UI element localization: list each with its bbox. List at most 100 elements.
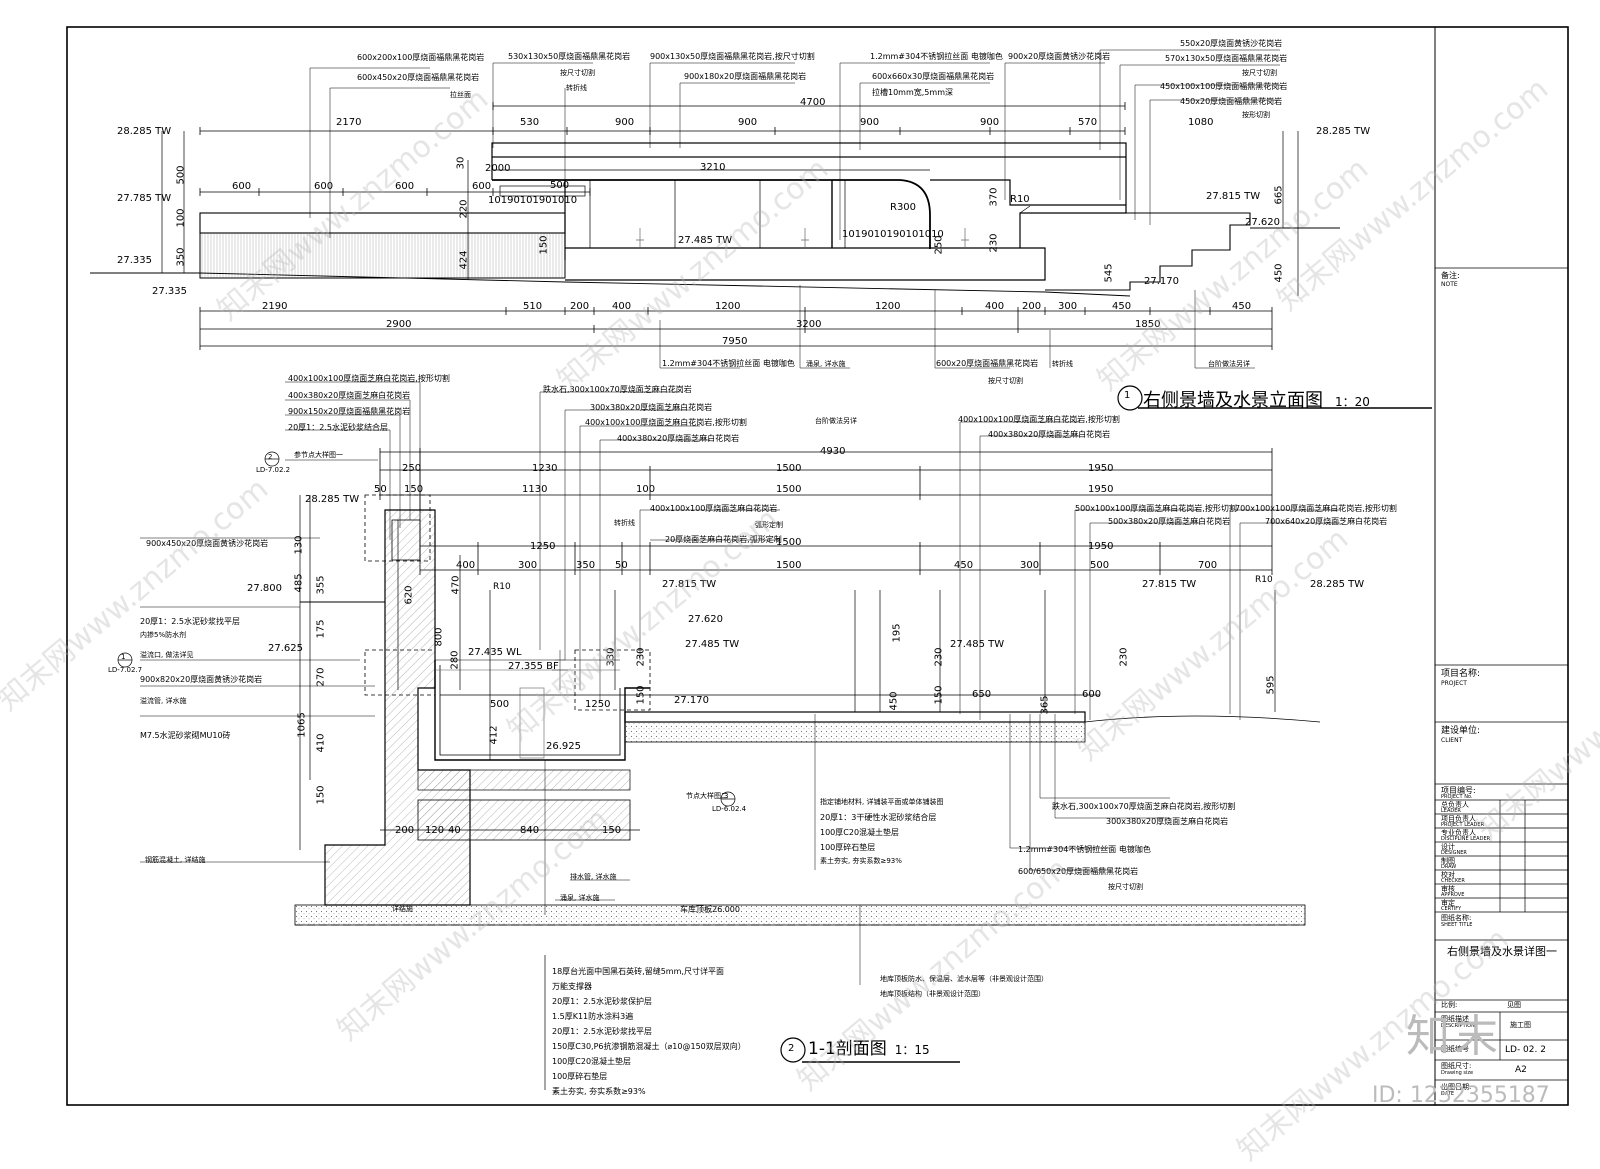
sec-layer-1: 万能支撑器 bbox=[552, 982, 592, 991]
elev-title-number: 1 bbox=[1124, 390, 1131, 401]
elev-label-1: 600x450x20厚烧面福鼎黑花岗岩 bbox=[357, 73, 480, 82]
sec-mid-1: 300x380x20厚烧面芝麻白花岗岩 bbox=[590, 403, 713, 412]
tb-client-en: CLIENT bbox=[1441, 737, 1463, 744]
sec-vdim-6: 410 bbox=[315, 733, 327, 753]
elev-bdim-6: 400 bbox=[985, 301, 1005, 312]
sec-level-2: 27.625 bbox=[268, 643, 303, 654]
tb-role-6-cn: 审核 bbox=[1441, 885, 1455, 893]
sec-low-0: 节点大样图二 bbox=[686, 792, 728, 800]
elev-bdim-2: 200 bbox=[570, 301, 590, 312]
section-number: 2 bbox=[788, 1043, 795, 1054]
tb-role-6-en: APPROVE bbox=[1441, 892, 1465, 898]
sec-level-9: 27.170 bbox=[674, 695, 709, 706]
elev-dim-2: 530 bbox=[520, 117, 540, 128]
sec-vdim-12: 330 bbox=[605, 647, 617, 667]
sec-vdim-13: 230 bbox=[635, 647, 647, 667]
sec-left-2: 900x150x20厚烧面福鼎黑花岗岩 bbox=[288, 407, 411, 416]
tb-no-label: 图纸编号 bbox=[1441, 1045, 1469, 1053]
sec-vdim-14: 150 bbox=[635, 685, 647, 705]
sec-layer-8: 素土夯实, 夯实系数≥93% bbox=[552, 1087, 646, 1096]
sec-vdim-11: 280 bbox=[449, 650, 461, 670]
tb-role-5-cn: 校对 bbox=[1441, 871, 1455, 879]
elev-vdim-22: 450 bbox=[1273, 263, 1285, 283]
sec-vdim-0: 130 bbox=[293, 535, 305, 555]
tb-role-0-en: LEADER bbox=[1441, 808, 1461, 814]
sec-low-8: 1.2mm#304不锈钢拉丝面 电镀咖色 bbox=[1018, 845, 1151, 854]
sec-roof-0: 地库顶板防水、保温层、滤水层等（非景观设计范围） bbox=[880, 975, 1048, 983]
sec-vdim-16: 450 bbox=[888, 691, 900, 711]
sec-layer-6: 100厚C20混凝土垫层 bbox=[552, 1057, 632, 1066]
sec-layer-7: 100厚碎石垫层 bbox=[552, 1072, 608, 1081]
tb-role-3-en: DESIGNER bbox=[1441, 850, 1467, 856]
tb-date-label: 出图日期: bbox=[1441, 1083, 1472, 1091]
elev-r10: R10 bbox=[1010, 194, 1030, 205]
sec-bdim-7: 840 bbox=[520, 825, 540, 836]
elev-label-16: 450x20厚烧面福鼎黑花岗岩 bbox=[1180, 97, 1283, 106]
sec-vdim-7: 150 bbox=[315, 785, 327, 805]
elev-vdim-5: 220 bbox=[458, 199, 470, 219]
elev-bdim-10: 450 bbox=[1232, 301, 1252, 312]
elev-level-0: 28.285 TW bbox=[117, 126, 172, 137]
sec-dim-21: 450 bbox=[954, 560, 974, 571]
sec-dim-15: 300 bbox=[518, 560, 538, 571]
sec-mid-14: 700x640x20厚烧面芝麻白花岗岩 bbox=[1265, 517, 1388, 526]
sec-low-7: 300x380x20厚烧面芝麻白花岗岩 bbox=[1106, 817, 1229, 826]
elev-vdim-0: 500 bbox=[175, 165, 187, 185]
elev-blabel-0: 1.2mm#304不锈钢拉丝面 电镀咖色 bbox=[662, 359, 795, 368]
sec-low-3: 100厚C20混凝土垫层 bbox=[820, 828, 900, 837]
elev-vdim-4: 30 bbox=[455, 156, 467, 170]
sec-dim-6: 150 bbox=[404, 484, 424, 495]
elev-level-8: 28.285 TW bbox=[1316, 126, 1371, 137]
sec-low-1: 指定铺地材料, 详铺装平面或单体铺装图 bbox=[820, 798, 944, 806]
elev-vdim-7: 424 bbox=[458, 250, 470, 270]
elev-vdim-3: 350 bbox=[175, 247, 187, 267]
elev-bdim-9: 450 bbox=[1112, 301, 1132, 312]
watermark-id: ID: 1232355187 bbox=[1372, 1083, 1550, 1108]
elev-bdim-4: 1200 bbox=[715, 301, 741, 312]
section-title-text: 1-1剖面图 bbox=[808, 1039, 887, 1059]
sec-mid-6: 弧形定制 bbox=[755, 521, 783, 529]
tb-role-2-en: DISCIPLINE LEADER bbox=[1441, 836, 1491, 842]
sec-layer-2: 20厚1：2.5水泥砂浆保护层 bbox=[552, 997, 652, 1006]
cad-linework bbox=[66, 26, 1569, 1106]
elev-label-15: 450x100x100厚烧面福鼎黑花岗岩 bbox=[1160, 82, 1288, 91]
sec-dim-12: 1250 bbox=[530, 541, 556, 552]
elev-blabel-3: 按尺寸切割 bbox=[988, 377, 1023, 385]
elev-label-14: 按尺寸切割 bbox=[1242, 69, 1277, 77]
sec-left-7: 内掺5%防水剂 bbox=[140, 631, 187, 639]
tb-role-7-cn: 审定 bbox=[1441, 899, 1455, 907]
elev-level-5: 27.815 TW bbox=[1206, 191, 1261, 202]
sec-mid-11: 500x100x100厚烧面芝麻白花岗岩,按形切割 bbox=[1075, 504, 1237, 513]
elev-label-5: 转折线 bbox=[566, 84, 587, 92]
sec-r10-1: R10 bbox=[1255, 575, 1273, 585]
sec-roof-1: 地库顶板结构（非景观设计范围） bbox=[880, 990, 985, 998]
elev-blabel-1: 涌泉, 详水施 bbox=[806, 360, 846, 368]
sec-level-11: 27.815 TW bbox=[1142, 579, 1197, 590]
elev-vdim-1: 100 bbox=[175, 208, 187, 228]
sec-low-4: 100厚碎石垫层 bbox=[820, 843, 876, 852]
sec-mid-5: 400x100x100厚烧面芝麻白花岗岩 bbox=[650, 504, 778, 513]
tb-note-en: NOTE bbox=[1441, 281, 1458, 288]
sec-vdim-4: 270 bbox=[315, 667, 327, 687]
sec-level-12: 28.285 TW bbox=[1310, 579, 1365, 590]
sec-left-6: 20厚1：2.5水泥砂浆找平层 bbox=[140, 617, 240, 626]
elev-bdim-8: 300 bbox=[1058, 301, 1078, 312]
tb-role-7-en: CERTIFY bbox=[1441, 906, 1462, 912]
sec-dim-13: 1950 bbox=[1088, 541, 1114, 552]
tb-no-value: LD- 02. 2 bbox=[1505, 1045, 1546, 1055]
sec-layer-0: 18厚台光面中国黑石英砖,留缝5mm,尺寸详平面 bbox=[552, 967, 724, 976]
sec-left-3: 20厚1：2.5水泥砂浆结合层 bbox=[288, 423, 388, 432]
sec-level-0: 28.285 TW bbox=[305, 494, 360, 505]
elev-blabel-2: 600x20厚烧面福鼎黑花岗岩 bbox=[936, 359, 1039, 368]
tb-role-2-cn: 专业负责人 bbox=[1441, 829, 1476, 837]
tb-client-label: 建设单位: bbox=[1441, 726, 1481, 736]
tb-projno-en: PROJECT No. bbox=[1441, 794, 1473, 800]
sec-level-4: 27.355 BF bbox=[508, 661, 559, 672]
elev-dim-0: 4700 bbox=[800, 97, 826, 108]
sec-level-1: 27.800 bbox=[247, 583, 282, 594]
elev-label-8: 1.2mm#304不锈钢拉丝面 电镀咖色 bbox=[870, 52, 1003, 61]
sec-vdim-10: 800 bbox=[433, 627, 445, 647]
sec-dim-7: 1130 bbox=[522, 484, 548, 495]
sec-dim-20: 1500 bbox=[776, 560, 802, 571]
sec-bdim-8: 150 bbox=[602, 825, 622, 836]
